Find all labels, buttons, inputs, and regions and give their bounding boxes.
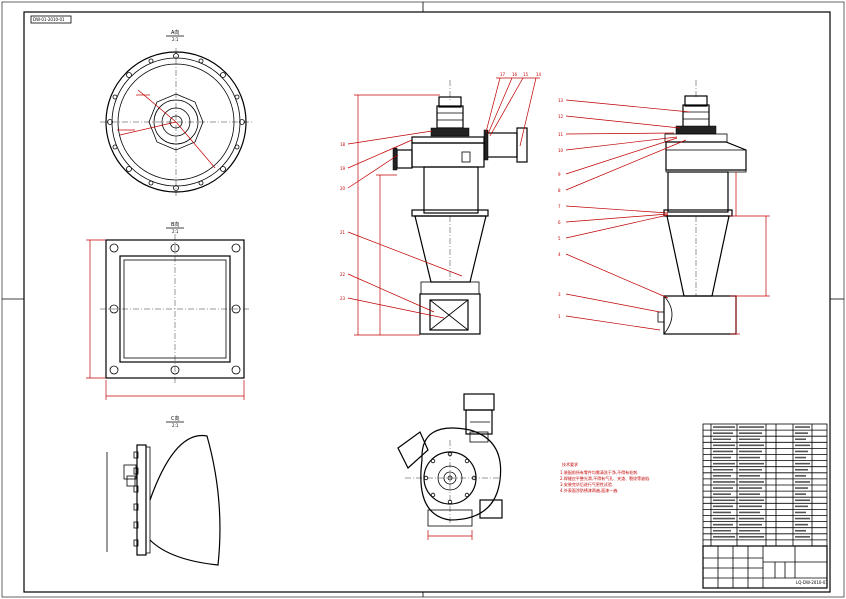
- tech-req-title: 技术要求: [562, 461, 578, 467]
- view-a: A向 2:1: [100, 29, 252, 196]
- tech-req-line-1: 1.装配前所有零件均需清洗干净,不得有毛刺.: [560, 469, 638, 475]
- svg-text:1: 1: [558, 314, 561, 319]
- svg-text:18: 18: [340, 142, 346, 147]
- side-leaders: [565, 99, 691, 331]
- svg-text:21: 21: [340, 230, 346, 235]
- tech-requirements: 技术要求 1.装配前所有零件均需清洗干净,不得有毛刺. 2.焊缝应平整光滑,不得…: [560, 461, 650, 493]
- svg-text:16: 16: [512, 72, 518, 77]
- svg-text:5: 5: [558, 236, 561, 241]
- tech-req-line-3: 3.安装完毕后进行气密性试验.: [560, 481, 613, 487]
- view-b-title: B向: [171, 221, 179, 228]
- title-block: LQ-DW-2010-01: [702, 545, 828, 589]
- svg-text:13: 13: [558, 98, 564, 103]
- inner-frame: [23, 11, 831, 593]
- view-b-scale: 2:1: [172, 229, 179, 234]
- parts-list-grid: [703, 424, 827, 546]
- svg-text:23: 23: [340, 296, 346, 301]
- title-block-drawing-code: LQ-DW-2010-01: [796, 580, 828, 585]
- parts-list: [702, 423, 828, 547]
- tech-req-line-2: 2.焊缝应平整光滑,不得有气孔、夹渣、裂纹等缺陷.: [560, 475, 650, 481]
- parts-list-entries: [713, 426, 810, 538]
- view-b-bolt-holes: [109, 243, 241, 375]
- svg-text:8: 8: [558, 188, 561, 193]
- plan-dimensions: [427, 530, 473, 540]
- svg-text:4: 4: [558, 252, 561, 257]
- svg-text:6: 6: [558, 220, 561, 225]
- side-dimensions: [730, 172, 770, 335]
- view-a-bolt-holes: [107, 53, 245, 191]
- tech-req-line-4: 4.外表面涂防锈漆两遍,面漆一遍.: [560, 487, 618, 493]
- side-elevation: 13 12 11 10 9 8 7 6 5 4 3 1: [558, 80, 770, 335]
- drawing-number-box: DW-01-2010-01: [30, 15, 72, 24]
- view-c: C向 2:1: [106, 415, 221, 566]
- svg-text:7: 7: [558, 204, 561, 209]
- front-elevation: 18 19 20 21 22 23 17 16 15 14: [340, 72, 542, 336]
- svg-text:22: 22: [340, 272, 346, 277]
- plan-bolt-holes: [423, 451, 477, 505]
- svg-text:19: 19: [340, 166, 346, 171]
- svg-text:11: 11: [558, 132, 564, 137]
- svg-text:15: 15: [523, 72, 529, 77]
- view-a-title: A向: [171, 29, 179, 36]
- front-leaders: [347, 77, 540, 319]
- svg-text:3: 3: [558, 292, 561, 297]
- svg-text:14: 14: [536, 72, 542, 77]
- drawing-number-text: DW-01-2010-01: [33, 17, 65, 22]
- view-b: B向 2:1: [86, 221, 250, 400]
- svg-text:10: 10: [558, 148, 564, 153]
- view-c-studs: [133, 451, 139, 547]
- view-c-scale: 2:1: [172, 423, 179, 428]
- svg-text:12: 12: [558, 114, 564, 119]
- svg-text:20: 20: [340, 186, 346, 191]
- view-c-title: C向: [171, 415, 180, 422]
- svg-text:9: 9: [558, 172, 561, 177]
- side-callouts: 13 12 11 10 9 8 7 6 5 4 3 1: [558, 98, 564, 319]
- view-a-leaders: [117, 89, 216, 169]
- view-b-dimensions: [86, 239, 245, 400]
- view-a-scale: 2:1: [172, 37, 179, 42]
- plan-view: [397, 393, 503, 540]
- front-callouts: 18 19 20 21 22 23 17 16 15 14: [340, 72, 542, 301]
- svg-text:17: 17: [500, 72, 506, 77]
- front-dimensions: [354, 94, 440, 336]
